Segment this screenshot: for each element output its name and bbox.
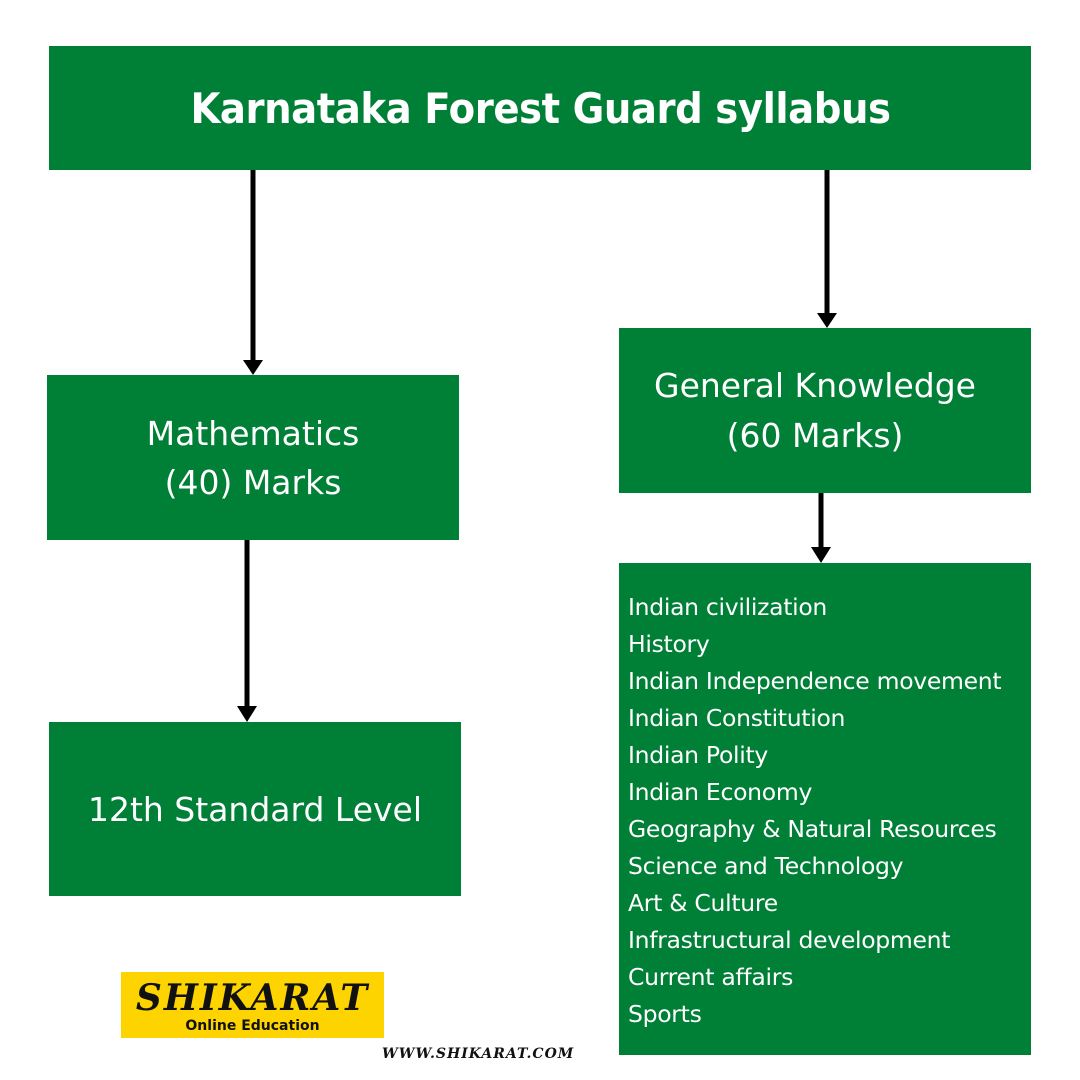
logo-brand: SHIKARAT <box>135 977 370 1019</box>
arrow-math-to-level-icon <box>237 540 257 722</box>
list-item: Indian civilization <box>628 593 828 621</box>
shikarat-logo: SHIKARAT Online Education <box>121 972 384 1038</box>
arrow-gk-to-topics-icon <box>811 493 831 563</box>
logo-tagline: Online Education <box>185 1018 320 1034</box>
arrow-title-to-math-icon <box>243 170 263 375</box>
list-item: Art & Culture <box>628 889 778 917</box>
list-item: Science and Technology <box>628 852 904 880</box>
mathematics-marks: (40) Marks <box>164 462 342 502</box>
list-item: Indian Polity <box>628 741 769 769</box>
list-item: Current affairs <box>628 963 794 991</box>
page-title: Karnataka Forest Guard syllabus <box>189 83 891 133</box>
list-item: History <box>628 630 710 658</box>
mathematics-label: Mathematics <box>146 413 360 453</box>
mathematics-box: Mathematics (40) Marks <box>47 375 459 540</box>
list-item: Indian Economy <box>628 778 813 806</box>
general-knowledge-box: General Knowledge (60 Marks) <box>619 328 1031 493</box>
list-item: Sports <box>628 1000 702 1028</box>
mathematics-level-label: 12th Standard Level <box>87 789 423 829</box>
list-item: Geography & Natural Resources <box>628 815 997 843</box>
gk-topics-box: Indian civilization History Indian Indep… <box>619 563 1031 1055</box>
list-item: Infrastructural development <box>628 926 951 954</box>
list-item: Indian Constitution <box>628 704 846 732</box>
general-knowledge-marks: (60 Marks) <box>726 415 904 455</box>
mathematics-level-box: 12th Standard Level <box>49 722 461 896</box>
list-item: Indian Independence movement <box>628 667 1002 695</box>
general-knowledge-label: General Knowledge <box>654 365 976 405</box>
title-box: Karnataka Forest Guard syllabus <box>49 46 1031 170</box>
website-link[interactable]: WWW.SHIKARAT.COM <box>382 1046 575 1062</box>
gk-topics-list: Indian civilization History Indian Indep… <box>628 589 1031 1033</box>
arrow-title-to-gk-icon <box>817 170 837 328</box>
